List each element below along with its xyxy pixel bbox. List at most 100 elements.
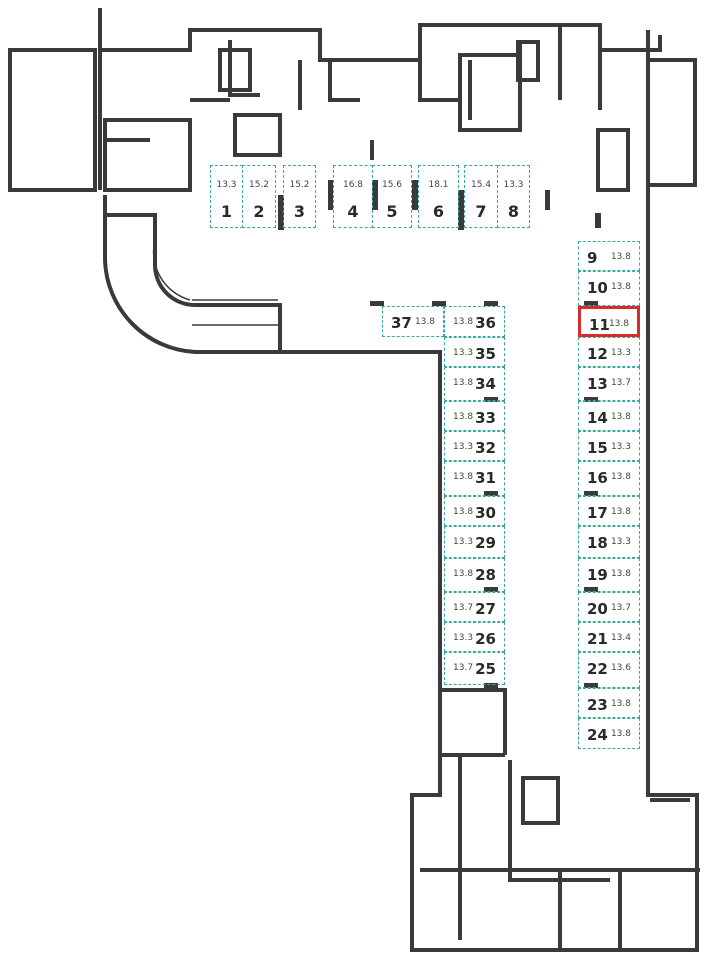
spot-number: 3 (293, 202, 306, 221)
spot-number: 27 (475, 600, 496, 618)
spot-area: 15.2 (289, 180, 310, 190)
spot-area: 13.4 (610, 633, 631, 643)
spot-number: 34 (475, 375, 496, 393)
spot-number: 4 (347, 202, 359, 221)
spot-number: 31 (475, 469, 496, 487)
spot-area: 13.3 (610, 348, 631, 358)
spot-area: 16.8 (342, 180, 364, 190)
spot-area: 13.8 (610, 252, 631, 262)
spot-number: 2 (253, 202, 265, 221)
spot-area: 13.7 (610, 603, 631, 613)
spot-number: 35 (475, 345, 496, 363)
spot-area: 13.7 (453, 603, 474, 613)
spot-area: 13.8 (610, 569, 631, 579)
spot-area: 13.8 (610, 729, 631, 739)
spot-area: 15.4 (470, 180, 492, 190)
spot-number: 13 (587, 375, 608, 393)
spot-number: 17 (587, 504, 608, 522)
spot-area: 13.8 (610, 507, 631, 517)
spot-area: 13.3 (453, 633, 474, 643)
spot-number: 36 (475, 314, 496, 332)
spot-number: 16 (587, 469, 608, 487)
spot-area: 13.8 (453, 317, 474, 327)
spot-number: 33 (475, 409, 496, 427)
spot-area: 13.3 (610, 442, 631, 452)
spot-area: 13.8 (453, 472, 474, 482)
spot-number: 18 (587, 534, 608, 552)
spot-number: 7 (475, 202, 487, 221)
spot-area: 15.6 (381, 180, 403, 190)
spot-number: 8 (507, 202, 520, 221)
spot-area: 13.8 (610, 472, 631, 482)
spot-area: 15.2 (248, 180, 270, 190)
spot-number: 14 (587, 409, 608, 427)
spot-area: 13.7 (610, 378, 631, 388)
spot-area: 13.3 (453, 537, 474, 547)
spot-number: 1 (220, 202, 233, 221)
spot-area: 13.8 (453, 412, 474, 422)
spot-number: 6 (432, 202, 445, 221)
spot-number: 25 (475, 660, 496, 678)
spot-area: 13.8 (414, 317, 435, 327)
spot-area: 13.7 (453, 663, 474, 673)
spot-number: 15 (587, 439, 608, 457)
spot-area: 13.3 (453, 348, 474, 358)
spot-area: 13.8 (610, 282, 631, 292)
spot-number: 5 (386, 202, 398, 221)
spot-area: 13.8 (608, 319, 629, 329)
spot-number: 28 (475, 566, 496, 584)
spot-area: 13.8 (453, 507, 474, 517)
spot-area: 13.3 (503, 180, 524, 190)
spot-number: 37 (391, 314, 412, 332)
spot-number: 26 (475, 630, 496, 648)
spot-area: 13.3 (610, 537, 631, 547)
spot-area: 13.3 (453, 442, 474, 452)
spot-number: 30 (475, 504, 496, 522)
spot-area: 13.8 (453, 378, 474, 388)
spot-number: 10 (587, 279, 608, 297)
spot-area: 18.1 (428, 180, 449, 190)
spot-number: 23 (587, 696, 608, 714)
spot-area: 13.8 (610, 699, 631, 709)
spot-number: 12 (587, 345, 608, 363)
